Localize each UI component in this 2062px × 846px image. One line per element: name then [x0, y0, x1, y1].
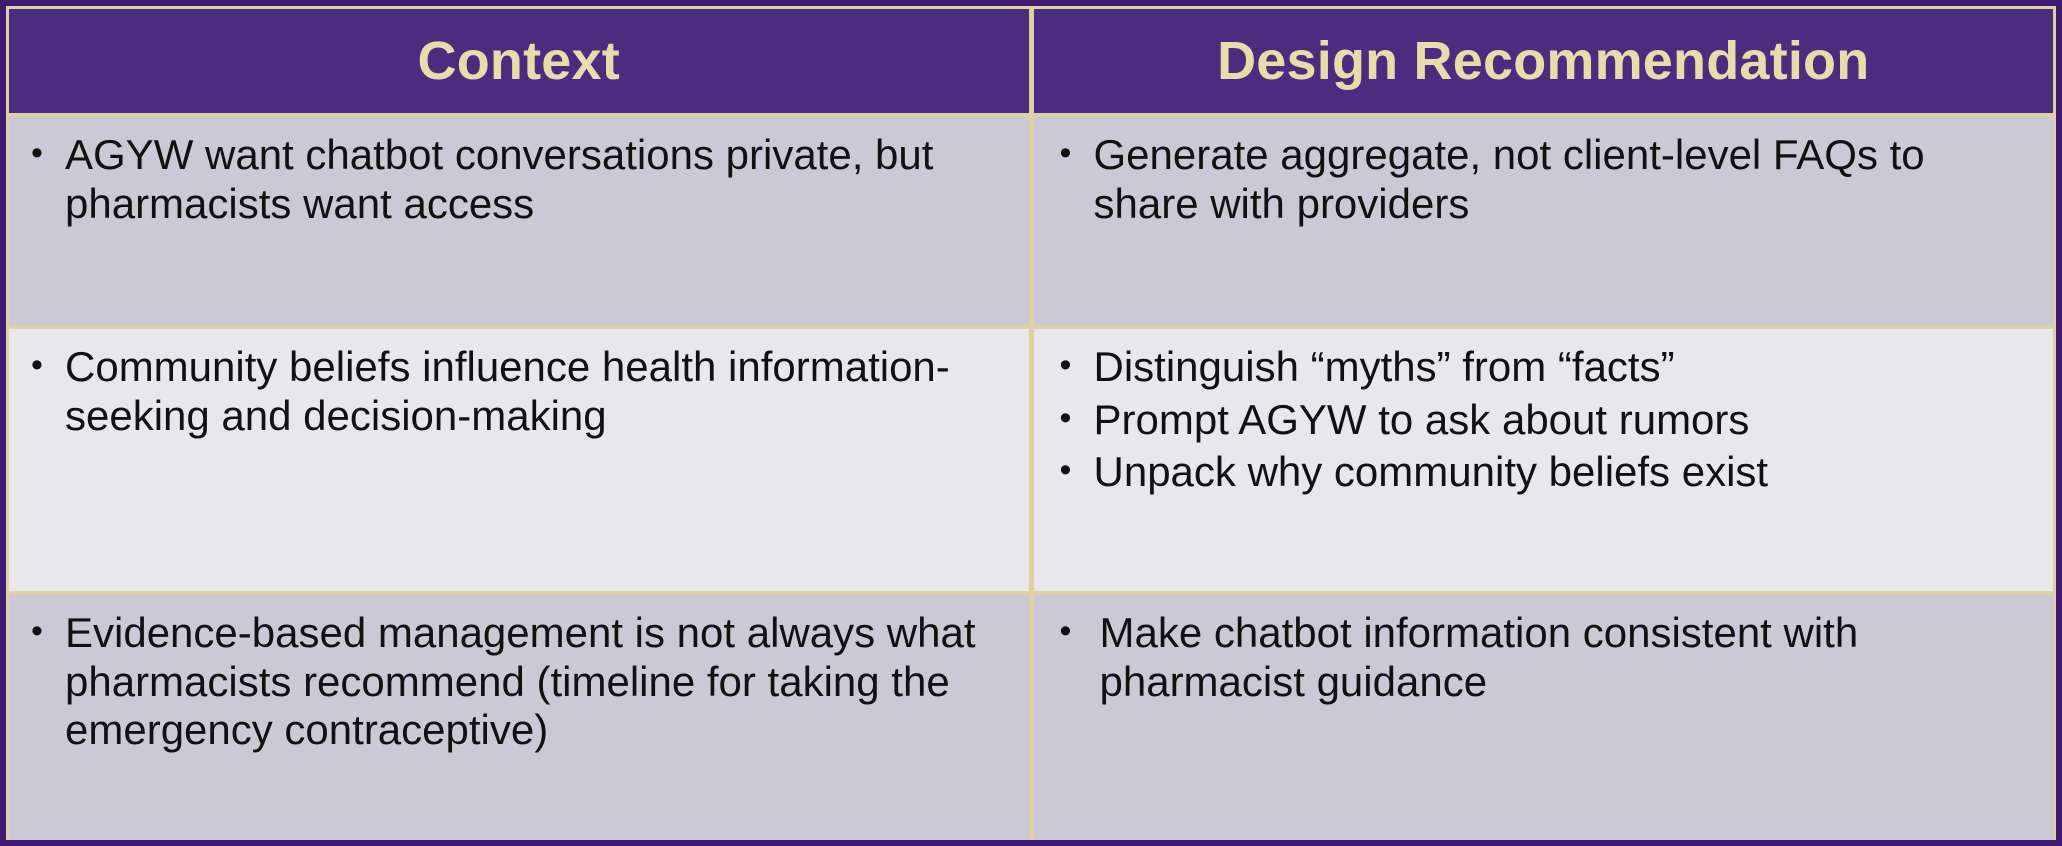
list-item-text: Make chatbot information consistent with…: [1099, 609, 1870, 705]
bullet-list: • AGYW want chatbot conversations privat…: [9, 117, 1029, 325]
list-item: • Generate aggregate, not client-level F…: [1060, 131, 2030, 228]
list-item: • AGYW want chatbot conversations privat…: [31, 131, 1011, 228]
table-inner-frame: Context Design Recommendation • AGYW wan…: [6, 6, 2056, 840]
table-header-row: Context Design Recommendation: [9, 9, 2053, 113]
bullet-list: • Distinguish “myths” from “facts” • Pro…: [1034, 329, 2054, 591]
cell-recommendation-2: • Distinguish “myths” from “facts” • Pro…: [1033, 329, 2054, 591]
list-item-text: Prompt AGYW to ask about rumors: [1093, 395, 1750, 443]
table-row: • Evidence-based management is not alway…: [9, 595, 2053, 840]
list-item-text: AGYW want chatbot conversations private,…: [65, 131, 946, 227]
bullet-icon: •: [31, 134, 43, 172]
list-item: • Distinguish “myths” from “facts”: [1060, 343, 2030, 392]
bullet-list: • Make chatbot information consistent wi…: [1034, 595, 2054, 840]
list-item: • Evidence-based management is not alway…: [31, 609, 1011, 755]
bullet-icon: •: [1059, 346, 1072, 384]
bullet-icon: •: [1059, 398, 1072, 437]
cell-recommendation-3: • Make chatbot information consistent wi…: [1033, 595, 2054, 840]
bullet-icon: •: [1059, 451, 1072, 490]
cell-recommendation-1: • Generate aggregate, not client-level F…: [1033, 117, 2054, 325]
bullet-list: • Generate aggregate, not client-level F…: [1034, 117, 2054, 325]
column-header-context: Context: [417, 31, 620, 91]
list-item-text: Unpack why community beliefs exist: [1093, 448, 1769, 496]
list-item: • Prompt AGYW to ask about rumors: [1060, 396, 2030, 445]
column-header-design-recommendation: Design Recommendation: [1217, 31, 1870, 91]
list-item-text: Evidence-based management is not always …: [65, 609, 988, 754]
bullet-list: • Evidence-based management is not alway…: [9, 595, 1029, 840]
bullet-icon: •: [31, 346, 43, 384]
cell-context-1: • AGYW want chatbot conversations privat…: [9, 117, 1029, 325]
bullet-icon: •: [1059, 134, 1072, 172]
bullet-icon: •: [1059, 612, 1072, 650]
table-row: • AGYW want chatbot conversations privat…: [9, 117, 2053, 325]
list-item: • Community beliefs influence health inf…: [31, 343, 1011, 440]
cell-context-3: • Evidence-based management is not alway…: [9, 595, 1029, 840]
bullet-icon: •: [31, 612, 43, 650]
bullet-list: • Community beliefs influence health inf…: [9, 329, 1029, 591]
table-header-cell-recommendation: Design Recommendation: [1033, 9, 2053, 113]
list-item-text: Community beliefs influence health infor…: [65, 343, 950, 439]
list-item-text: Distinguish “myths” from “facts”: [1093, 343, 1675, 390]
list-item: • Unpack why community beliefs exist: [1060, 448, 2030, 497]
cell-context-2: • Community beliefs influence health inf…: [9, 329, 1029, 591]
table-row: • Community beliefs influence health inf…: [9, 329, 2053, 591]
table-header-cell-context: Context: [9, 9, 1029, 113]
list-item-text: Generate aggregate, not client-level FAQ…: [1093, 131, 1937, 227]
list-item: • Make chatbot information consistent wi…: [1060, 609, 2030, 706]
